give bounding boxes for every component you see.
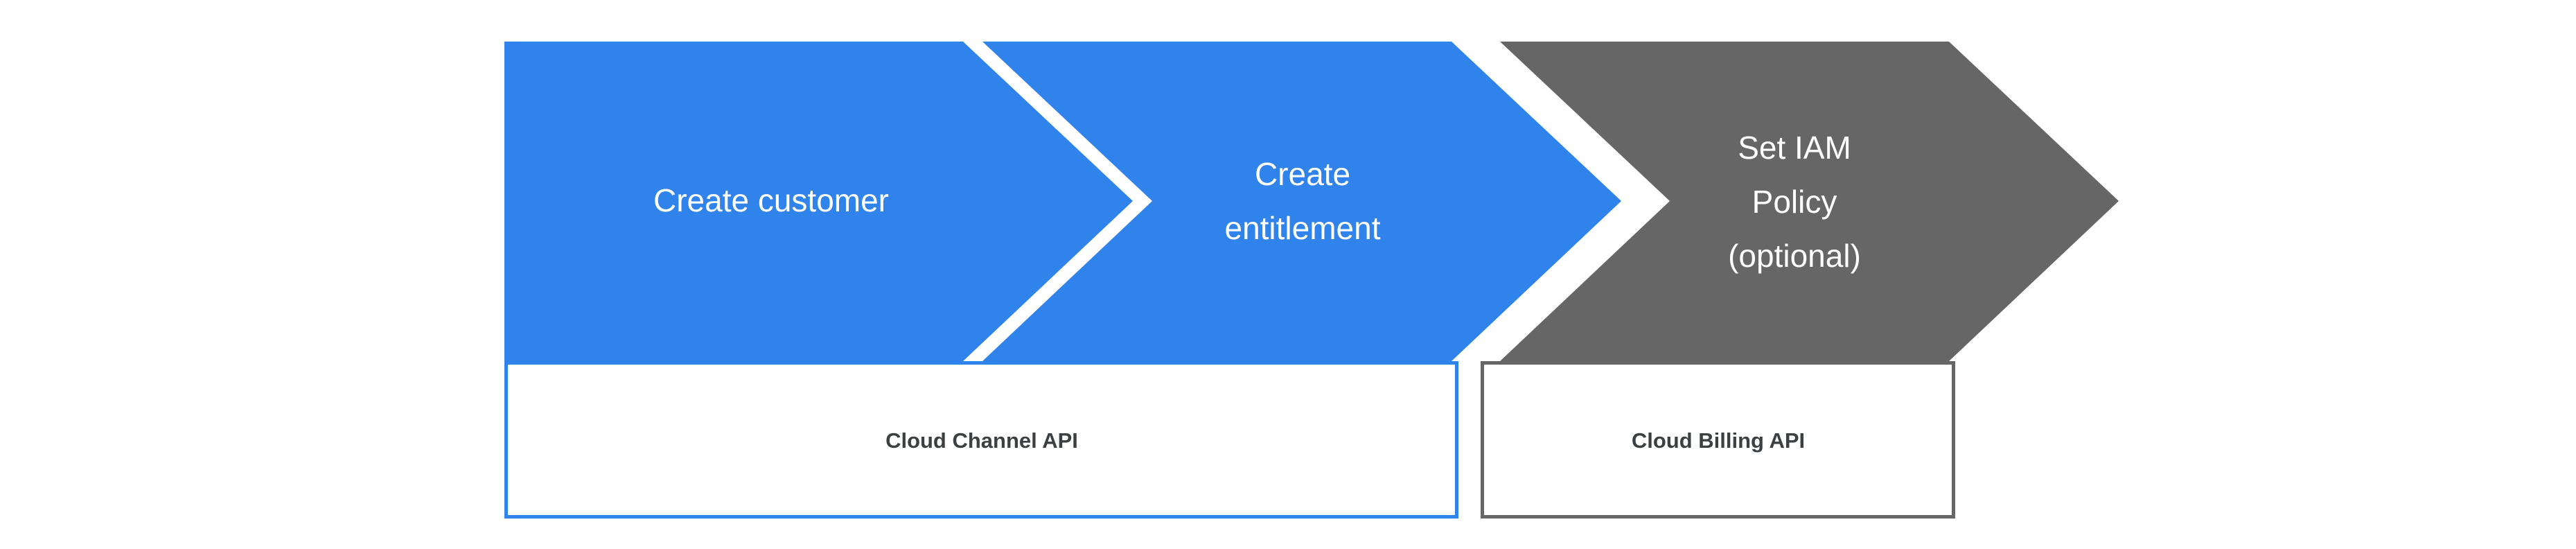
api-group-cloud-channel-api[interactable]: Cloud Channel API <box>504 361 1458 518</box>
set-iam-policy-label-line-1: Set IAM <box>1738 130 1851 166</box>
step-create-entitlement[interactable]: Create entitlement <box>982 42 1621 361</box>
cloud-channel-api-box <box>504 361 1458 518</box>
step-set-iam-policy[interactable]: Set IAM Policy (optional) <box>1500 42 2119 361</box>
create-entitlement-label-line-2: entitlement <box>1224 210 1380 246</box>
cloud-billing-api-label: Cloud Billing API <box>1632 428 1805 453</box>
create-entitlement-chevron-shape <box>982 42 1621 361</box>
create-customer-chevron-shape <box>504 42 1133 361</box>
api-group-cloud-billing-api[interactable]: Cloud Billing API <box>1481 361 1955 518</box>
create-entitlement-label-line-1: Create <box>1255 156 1350 192</box>
step-create-customer[interactable]: Create customer <box>504 42 1133 361</box>
set-iam-policy-label-line-3: (optional) <box>1728 238 1861 274</box>
set-iam-policy-chevron-shape <box>1500 42 2119 361</box>
set-iam-policy-label-line-2: Policy <box>1752 184 1837 220</box>
create-customer-label: Create customer <box>653 182 889 218</box>
cloud-channel-api-label: Cloud Channel API <box>885 428 1078 453</box>
cloud-billing-api-box <box>1481 361 1955 518</box>
